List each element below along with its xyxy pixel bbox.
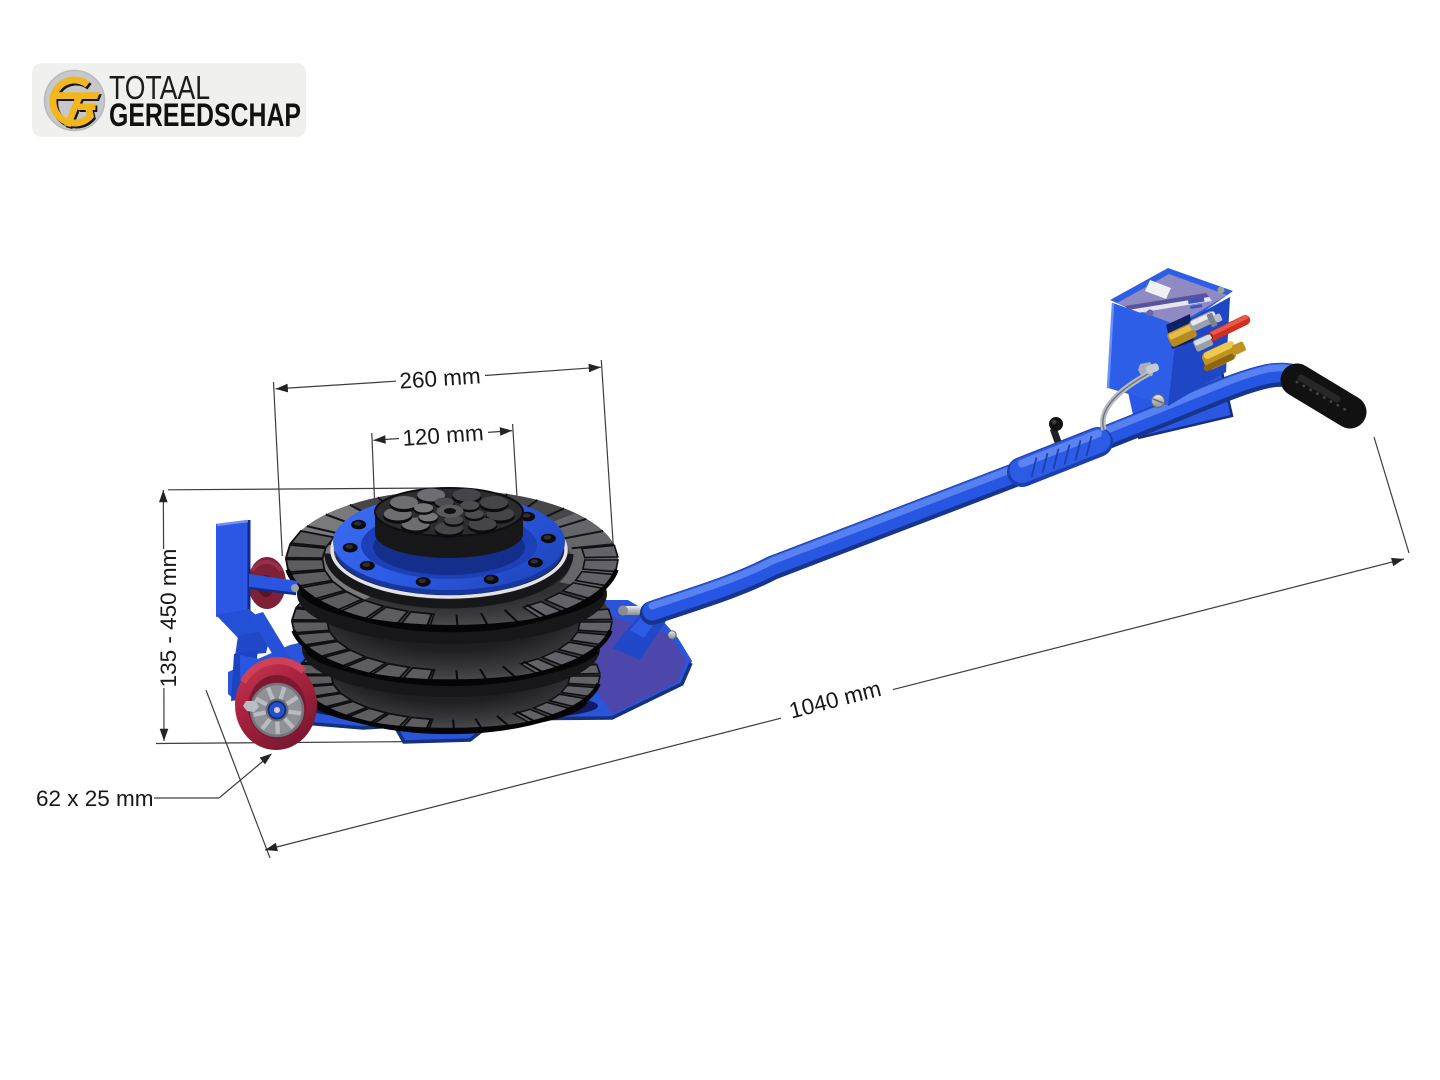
svg-text:120 mm: 120 mm xyxy=(402,420,485,451)
svg-text:GEREEDSCHAP: GEREEDSCHAP xyxy=(109,97,301,133)
svg-text:TOTAAL: TOTAAL xyxy=(109,69,210,106)
svg-text:62 x 25 mm: 62 x 25 mm xyxy=(36,786,154,811)
svg-text:260 mm: 260 mm xyxy=(399,363,482,393)
svg-text:135 - 450 mm: 135 - 450 mm xyxy=(156,549,181,688)
